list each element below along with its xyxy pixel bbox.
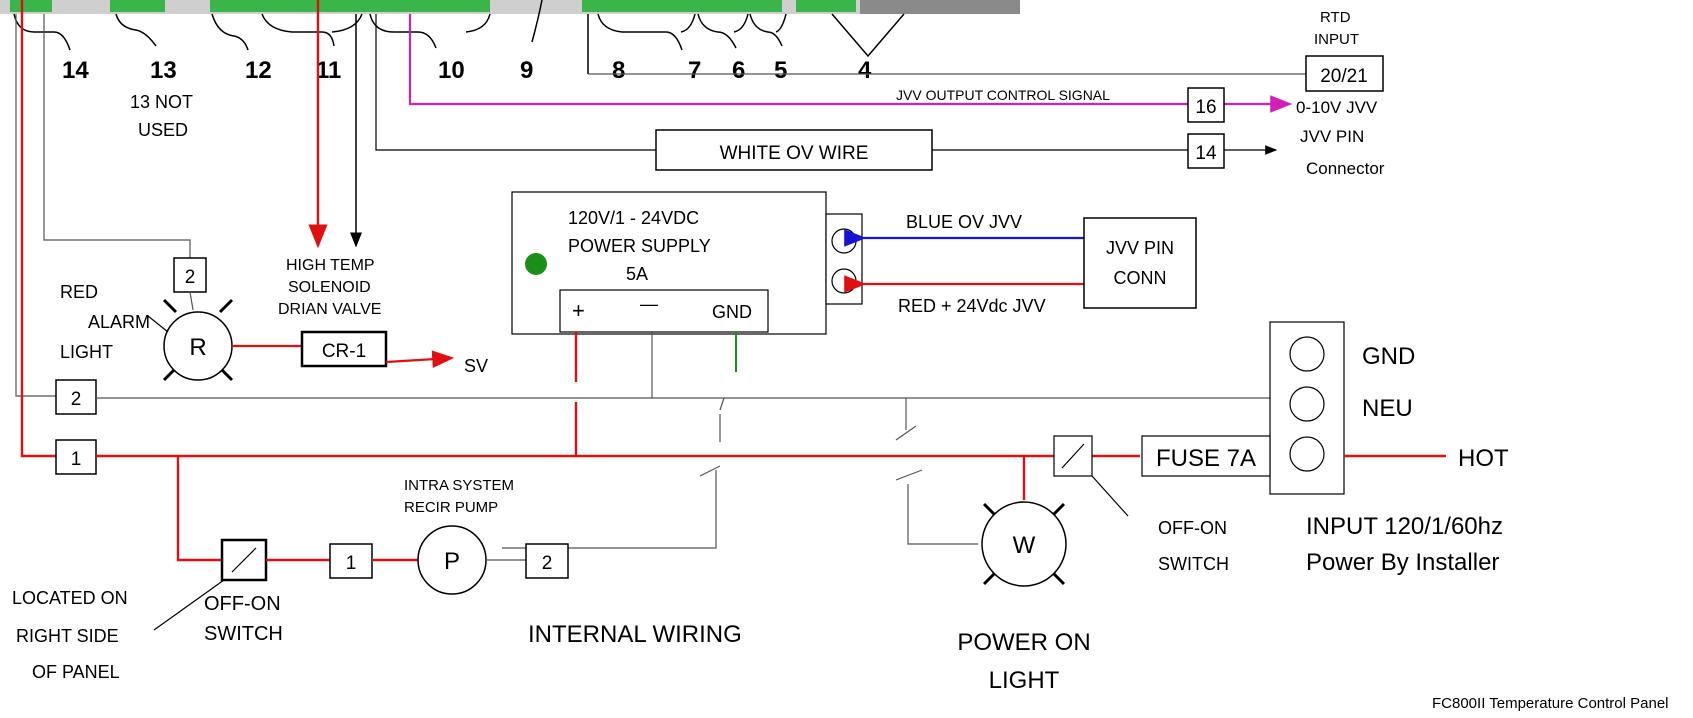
power-supply-plus: +: [572, 298, 585, 323]
blue-wire-label: BLUE OV JVV: [906, 212, 1022, 232]
panel-title: FC800II Temperature Control Panel: [1432, 695, 1669, 712]
connector-brackets: [13, 0, 905, 74]
pump-switch-location-line3: OF PANEL: [32, 662, 120, 682]
power-supply-title-line3: 5A: [626, 264, 648, 284]
pump-switch-location-line1: LOCATED ON: [12, 588, 128, 608]
connector-number-9: 9: [520, 57, 533, 84]
input-rating-line1: INPUT 120/1/60hz: [1306, 513, 1503, 540]
bus-terminal-1-label: 1: [71, 449, 82, 470]
jvv-pin-conn-line2: CONN: [1114, 268, 1167, 288]
alarm-terminal-label: 2: [185, 267, 196, 288]
rtd-terminal: [1305, 55, 1384, 92]
solenoid-label-line1: HIGH TEMP: [286, 257, 375, 274]
solenoid-label-line2: SOLENOID: [288, 279, 371, 296]
power-led-icon: [525, 253, 547, 275]
pump-terminal-1: [329, 543, 373, 579]
alarm-label-line3: LIGHT: [60, 342, 113, 362]
connector-number-13: 13: [150, 57, 177, 84]
main-switch-label-line1: OFF-ON: [1158, 518, 1227, 538]
cr1-relay: [300, 330, 388, 368]
connector-number-4: 4: [858, 57, 872, 84]
power-supply-minus: —: [640, 294, 658, 314]
connector-number-8: 8: [612, 57, 625, 84]
jvv-signal-terminal-label: 16: [1195, 97, 1216, 118]
power-supply-gnd: GND: [712, 302, 752, 322]
pump-label-line2: RECIR PUMP: [404, 499, 498, 516]
rtd-label-line1: RTD: [1320, 9, 1351, 26]
pump-letter: P: [444, 548, 460, 575]
terminal-strip-photo: [0, 0, 1020, 14]
jvv-pin-conn-box: [1083, 217, 1197, 309]
bus-terminal-2: [55, 379, 97, 415]
connector-number-12: 12: [245, 57, 272, 84]
fuse-label: FUSE 7A: [1156, 445, 1256, 472]
alarm-light-letter: R: [189, 334, 206, 361]
main-switch-label-line2: SWITCH: [1158, 554, 1229, 574]
solenoid-label-line3: DRIAN VALVE: [278, 301, 381, 318]
connector-numbers: 14 13 12 11 10 9 8 7 6 5 4: [62, 57, 872, 84]
power-light-label-line2: LIGHT: [989, 667, 1060, 694]
jvv-signal-label: JVV OUTPUT CONTROL SIGNAL: [896, 87, 1110, 103]
note-13-line2: USED: [138, 120, 188, 140]
pump-terminal-2: [525, 543, 569, 579]
white-ov-terminal-label: 14: [1195, 143, 1217, 164]
connector-number-7: 7: [688, 57, 701, 84]
red-wire-label: RED + 24Vdc JVV: [898, 296, 1046, 316]
white-ov-wire-box: [655, 129, 933, 171]
pump-switch-label-line1: OFF-ON: [204, 593, 281, 615]
note-13-line1: 13 NOT: [130, 92, 193, 112]
power-light-label-line1: POWER ON: [957, 629, 1090, 656]
connector-number-10: 10: [438, 57, 465, 84]
jvv-pin-conn-line1: JVV PIN: [1106, 238, 1174, 258]
power-supply-title-line2: POWER SUPPLY: [568, 236, 711, 256]
white-ov-wire-line: [375, 14, 1276, 150]
jvv-signal-terminal: [1187, 87, 1225, 123]
connector-number-5: 5: [774, 57, 787, 84]
power-supply-title-line1: 120V/1 - 24VDC: [568, 208, 699, 228]
jvv-signal-wire: [408, 14, 1188, 106]
power-input-gnd: GND: [1362, 343, 1415, 370]
pump-switch-location-line2: RIGHT SIDE: [16, 626, 119, 646]
input-rating-line2: Power By Installer: [1306, 549, 1499, 576]
power-input-neu: NEU: [1362, 395, 1413, 422]
alarm-label-line2: ALARM: [88, 312, 150, 332]
pump-switch-label-line2: SWITCH: [204, 623, 283, 645]
rtd-terminal-label: 20/21: [1320, 66, 1368, 87]
white-ov-target-line1: JVV PIN: [1300, 127, 1364, 146]
pump-label-line1: INTRA SYSTEM: [404, 477, 514, 494]
bus-terminal-1: [55, 439, 97, 475]
fuse-7a: [1141, 435, 1271, 477]
jvv-signal-target: 0-10V JVV: [1296, 98, 1378, 117]
sv-label: SV: [464, 356, 488, 376]
alarm-terminal: [173, 257, 207, 293]
bus-terminal-2-label: 2: [71, 389, 82, 410]
pump-terminal-1-label: 1: [346, 553, 357, 574]
white-ov-terminal: [1187, 133, 1225, 169]
connector-number-11: 11: [316, 57, 341, 84]
rtd-label-line2: INPUT: [1314, 31, 1359, 48]
white-ov-target-line2: Connector: [1306, 159, 1385, 178]
cr1-relay-label: CR-1: [322, 341, 366, 362]
power-input-hot: HOT: [1458, 445, 1509, 472]
connector-number-14: 14: [62, 57, 89, 84]
alarm-label-line1: RED: [60, 282, 98, 302]
connector-number-6: 6: [732, 57, 745, 84]
pump-terminal-2-label: 2: [542, 553, 553, 574]
power-light-letter: W: [1013, 532, 1036, 559]
power-supply: 120V/1 - 24VDC POWER SUPPLY 5A + — GND: [511, 191, 863, 335]
internal-wiring-label: INTERNAL WIRING: [528, 621, 742, 648]
white-ov-wire-label: WHITE OV WIRE: [720, 143, 869, 164]
